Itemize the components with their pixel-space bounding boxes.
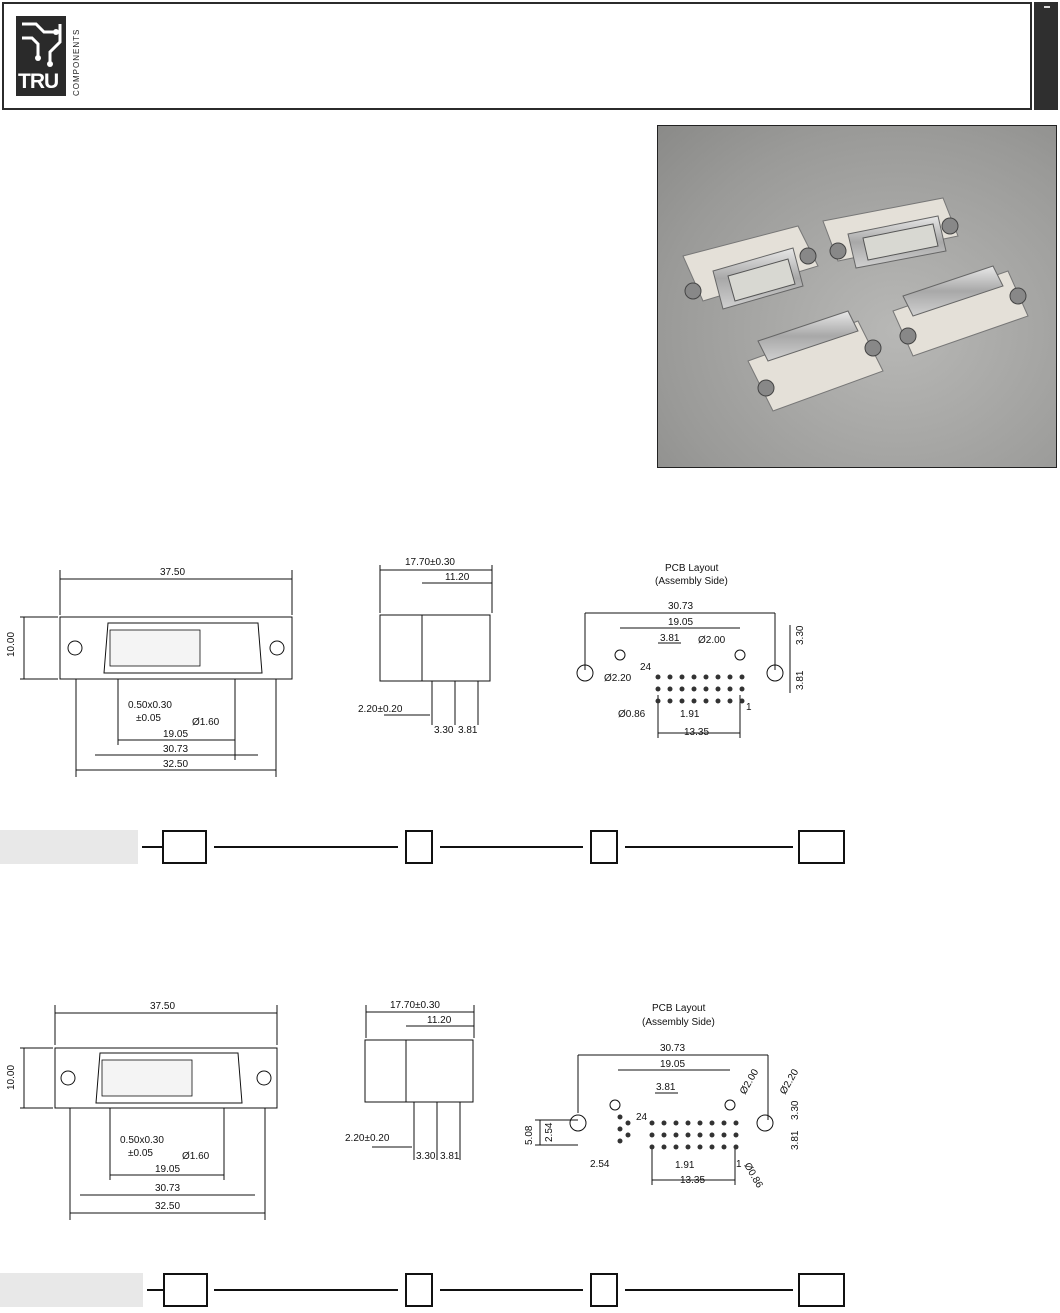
dim-depth2: 11.20 <box>445 572 470 583</box>
pcb-d3: 3.81 <box>660 633 680 644</box>
dim-pitch2: 3.81 <box>440 1151 460 1162</box>
dim-offset: 2.20±0.20 <box>345 1133 390 1144</box>
order-line <box>147 1289 163 1291</box>
dim-pitch1: 3.30 <box>434 725 454 736</box>
pcb-d2: 19.05 <box>660 1059 685 1070</box>
pcb-d-pitch: 1.91 <box>680 709 700 720</box>
pcb-subtitle: (Assembly Side) <box>642 1017 715 1028</box>
dim-hole: Ø1.60 <box>182 1151 210 1162</box>
dim-pitch2: 3.81 <box>458 725 478 736</box>
order-label <box>0 830 138 864</box>
pcb-title: PCB Layout <box>665 563 719 574</box>
pcb-pin24: 24 <box>640 662 652 673</box>
connector-photo-4 <box>892 265 1029 357</box>
dim-d3: 32.50 <box>163 759 188 770</box>
brand-logo-subtext: COMPONENTS <box>72 28 81 96</box>
dim-depth: 17.70±0.30 <box>390 1000 440 1011</box>
pcb-d-pitch: 1.91 <box>675 1160 695 1171</box>
pcb-d-width: 13.35 <box>684 727 709 738</box>
pcb-d-width: 13.35 <box>680 1175 705 1186</box>
pcb-title: PCB Layout <box>652 1003 706 1014</box>
order-line <box>214 846 398 848</box>
dim-width: 37.50 <box>150 1001 175 1012</box>
brand-logo <box>16 16 66 96</box>
dim-d3: 32.50 <box>155 1201 180 1212</box>
connector-photo-2 <box>822 197 959 269</box>
technical-drawing-1: 37.50 10.00 0.50x0.30 ±0.05 Ø1.60 19.05 … <box>0 545 860 805</box>
header-tab <box>1034 2 1058 110</box>
pcb-d-right2: 3.81 <box>790 1130 801 1150</box>
order-line <box>214 1289 398 1291</box>
header-tab-mark <box>1044 6 1050 8</box>
pcb-pin24: 24 <box>636 1112 648 1123</box>
dim-height: 10.00 <box>6 632 17 657</box>
order-box <box>590 1273 618 1307</box>
pcb-d-left2: 2.54 <box>544 1122 555 1142</box>
order-line <box>625 1289 793 1291</box>
dim-pin: 0.50x0.30 <box>128 700 172 711</box>
document-header <box>2 2 1032 110</box>
front-view-outline <box>59 616 293 680</box>
product-photo <box>657 125 1057 468</box>
pcb-hole-b: Ø2.20 <box>778 1067 801 1096</box>
brand-logo-text: TRU <box>18 70 59 93</box>
order-code-row-2 <box>0 1273 860 1313</box>
order-line <box>625 846 793 848</box>
dim-hole: Ø1.60 <box>192 717 220 728</box>
dim-pin: 0.50x0.30 <box>120 1135 164 1146</box>
order-box <box>162 830 207 864</box>
dim-pin-tol: ±0.05 <box>136 713 161 724</box>
order-box <box>405 830 433 864</box>
dim-d1: 19.05 <box>155 1164 180 1175</box>
technical-drawing-2: 37.50 10.00 0.50x0.30 ±0.05 Ø1.60 19.05 … <box>0 995 860 1255</box>
order-box <box>590 830 618 864</box>
pcb-d2: 19.05 <box>668 617 693 628</box>
pcb-d-right: 3.30 <box>790 1100 801 1120</box>
pcb-subtitle: (Assembly Side) <box>655 576 728 587</box>
dim-depth: 17.70±0.30 <box>405 557 455 568</box>
dim-pin-tol: ±0.05 <box>128 1148 153 1159</box>
connector-photo-3 <box>747 310 884 412</box>
order-line <box>440 1289 583 1291</box>
dim-pitch1: 3.30 <box>416 1151 436 1162</box>
pcb-pin1: 1 <box>746 702 752 713</box>
pcb-d1: 30.73 <box>660 1043 685 1054</box>
dim-height: 10.00 <box>6 1065 17 1090</box>
pcb-hole-a: Ø2.00 <box>698 635 726 646</box>
order-line <box>142 846 162 848</box>
dim-d2: 30.73 <box>163 744 188 755</box>
order-box <box>798 830 845 864</box>
order-code-row-1 <box>0 830 860 870</box>
dim-d2: 30.73 <box>155 1183 180 1194</box>
pcb-hole-b: Ø2.20 <box>604 673 632 684</box>
pcb-d-left1: 5.08 <box>524 1125 535 1145</box>
pcb-d3: 3.81 <box>656 1082 676 1093</box>
pcb-hole-c: Ø0.86 <box>618 709 646 720</box>
pcb-d-left3: 2.54 <box>590 1159 610 1170</box>
pcb-d1: 30.73 <box>668 601 693 612</box>
dim-depth2: 11.20 <box>427 1015 452 1026</box>
circuit-icon <box>22 22 62 67</box>
order-label <box>0 1273 143 1307</box>
order-box <box>798 1273 845 1307</box>
pcb-d-right2: 3.81 <box>795 670 806 690</box>
pcb-hole-c: Ø0.86 <box>741 1161 764 1190</box>
pcb-d-right: 3.30 <box>795 625 806 645</box>
pcb-pin1: 1 <box>736 1159 742 1170</box>
order-box <box>405 1273 433 1307</box>
pcb-hole-a: Ø2.00 <box>738 1067 761 1096</box>
dim-d1: 19.05 <box>163 729 188 740</box>
dim-width: 37.50 <box>160 567 185 578</box>
order-line <box>440 846 583 848</box>
connector-photo-1 <box>682 225 819 310</box>
order-box <box>163 1273 208 1307</box>
dim-offset: 2.20±0.20 <box>358 704 403 715</box>
